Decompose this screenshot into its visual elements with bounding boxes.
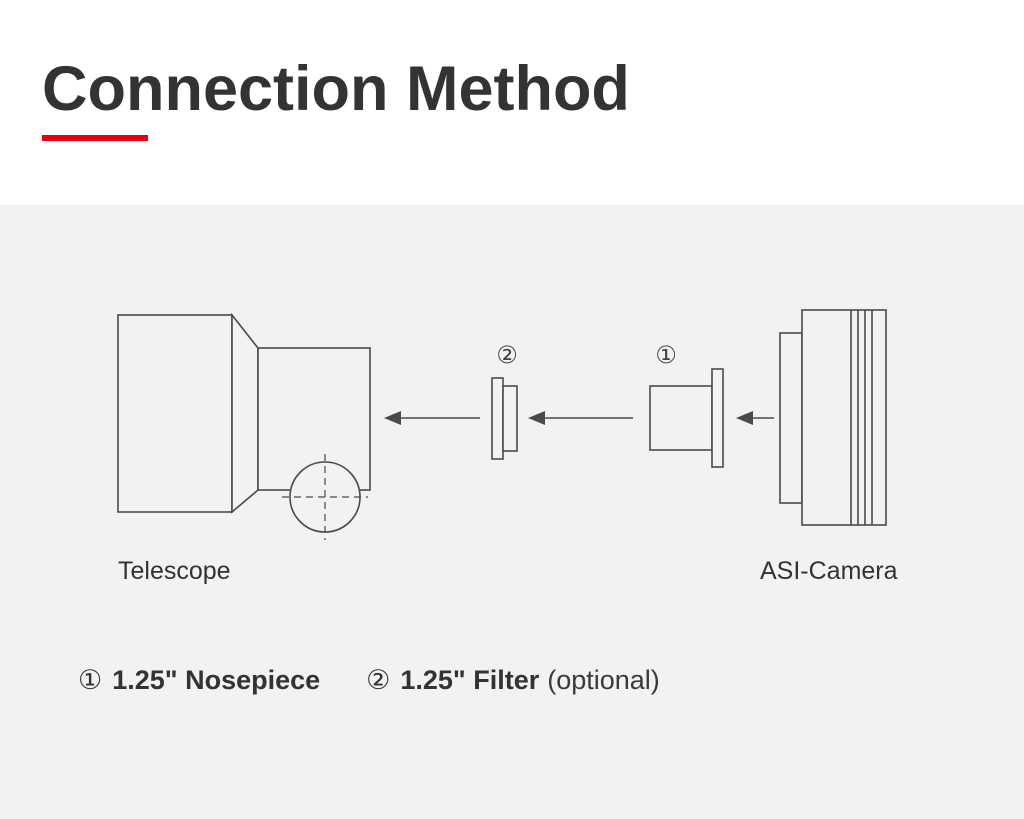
circled-1-marker: ① <box>78 665 103 696</box>
arrow-nosepiece-to-filter <box>528 411 633 425</box>
legend-label-nosepiece: 1.25" Nosepiece <box>112 665 321 695</box>
telescope-tube-body <box>117 314 233 513</box>
legend: ① 1.25" Nosepiece ② 1.25" Filter (option… <box>78 665 660 696</box>
connection-diagram-panel: ② ① <box>0 205 1024 819</box>
telescope-taper <box>231 312 259 514</box>
filter-cell <box>502 385 518 452</box>
legend-note-optional: (optional) <box>547 665 660 695</box>
legend-item-nosepiece: ① 1.25" Nosepiece <box>78 665 320 696</box>
page-title: Connection Method <box>42 54 630 124</box>
connection-diagram: ② ① <box>117 309 898 585</box>
camera-drawing <box>779 309 887 526</box>
filter-marker: ② <box>496 342 518 369</box>
nosepiece-barrel <box>649 385 713 451</box>
circled-2-marker: ② <box>366 665 391 696</box>
telescope-drawing <box>117 312 371 540</box>
nosepiece-drawing: ① <box>649 342 724 468</box>
nosepiece-marker: ① <box>655 342 677 369</box>
arrow-head <box>736 411 753 425</box>
filter-ring <box>491 377 504 460</box>
filter-drawing: ② <box>491 342 518 460</box>
camera-label: ASI-Camera <box>760 557 898 585</box>
camera-front-flange <box>779 332 803 504</box>
legend-item-filter: ② 1.25" Filter (optional) <box>366 665 660 696</box>
camera-body <box>801 309 887 526</box>
arrow-camera-to-nosepiece <box>736 411 774 425</box>
legend-label-filter: 1.25" Filter <box>400 665 540 695</box>
arrow-head <box>384 411 401 425</box>
title-underline-accent <box>42 135 148 142</box>
arrow-filter-to-telescope <box>384 411 480 425</box>
arrow-head <box>528 411 545 425</box>
nosepiece-flange <box>711 368 724 468</box>
telescope-label: Telescope <box>118 557 231 585</box>
page-header: Connection Method <box>0 0 1024 205</box>
